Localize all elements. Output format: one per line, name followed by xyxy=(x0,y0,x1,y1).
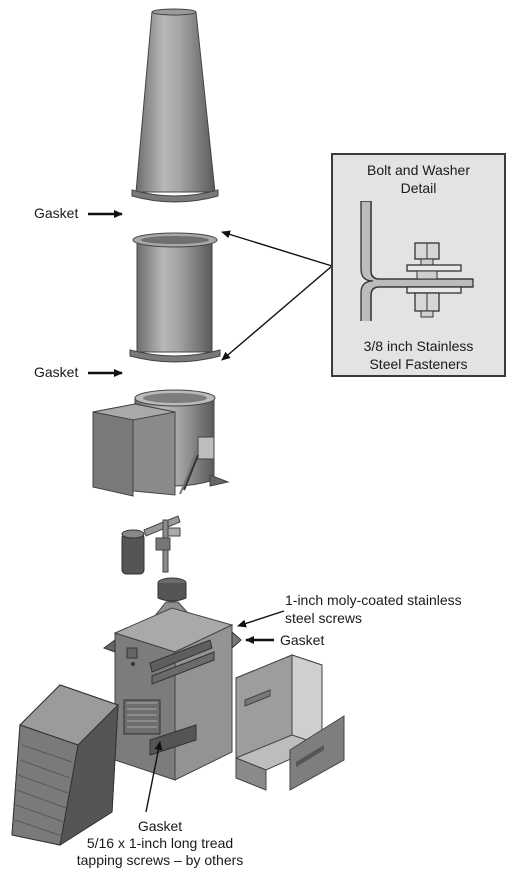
stack-cone xyxy=(131,8,219,203)
gasket-bottom-label: Gasket xyxy=(137,818,183,834)
detail-callout-arrows xyxy=(221,230,333,361)
fan-housing xyxy=(92,389,230,497)
gasket-bottom-arrow xyxy=(145,741,163,813)
base-cabinet xyxy=(102,607,242,781)
detail-title: Bolt and Washer Detail xyxy=(333,161,504,197)
gasket-upper-label: Gasket xyxy=(34,205,79,221)
detail-caption-line1: 3/8 inch Stainless xyxy=(363,338,474,354)
tapping-label-line2: tapping screws – by others xyxy=(76,852,244,868)
gasket-lower-label: Gasket xyxy=(34,364,79,380)
bolt-washer-illustration xyxy=(360,201,474,321)
tapping-label-line1: 5/16 x 1-inch long tread xyxy=(86,835,234,851)
gasket-base-label: Gasket xyxy=(280,632,325,648)
side-panels xyxy=(235,654,345,791)
bolt-washer-detail-panel: Bolt and Washer Detail 3/8 inch Stainles… xyxy=(331,153,506,377)
detail-caption: 3/8 inch Stainless Steel Fasteners xyxy=(333,337,504,373)
screws-arrow xyxy=(237,610,285,628)
detail-title-line1: Bolt and Washer xyxy=(367,162,470,178)
detail-caption-line2: Steel Fasteners xyxy=(369,356,468,372)
screws-label-line2: steel screws xyxy=(285,610,363,626)
louvered-hood xyxy=(11,684,119,847)
screws-label-line1: 1-inch moly-coated stainless xyxy=(285,592,462,608)
damper-actuator xyxy=(121,515,181,575)
detail-title-line2: Detail xyxy=(400,180,437,196)
stack-cylinder xyxy=(129,232,221,363)
